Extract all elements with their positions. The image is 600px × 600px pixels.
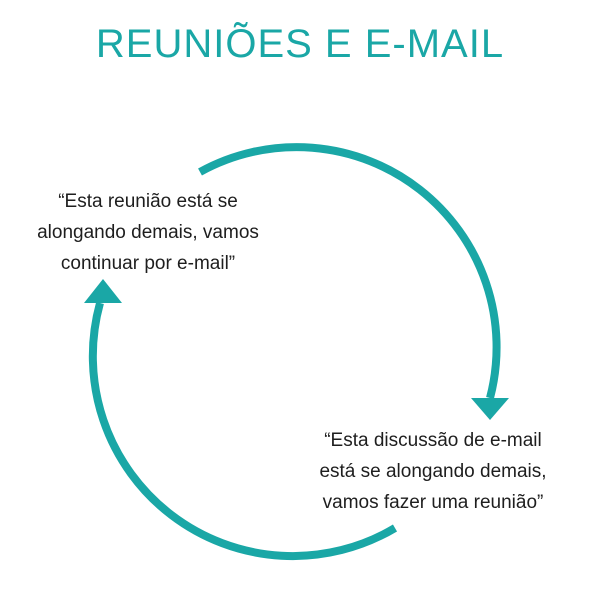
page-title: REUNIÕES E E-MAIL bbox=[95, 22, 505, 66]
quote-line: vamos fazer uma reunião” bbox=[322, 492, 544, 513]
quote-line: alongando demais, vamos bbox=[37, 222, 259, 243]
arrowhead-down-icon bbox=[471, 398, 509, 420]
quote-email-to-meeting: “Esta discussão de e-mail está se alonga… bbox=[288, 425, 578, 518]
quote-line: está se alongando demais, bbox=[319, 461, 547, 482]
quote-line: “Esta discussão de e-mail bbox=[324, 430, 542, 451]
cycle-arc-left bbox=[88, 301, 398, 561]
quote-line: “Esta reunião está se bbox=[58, 191, 238, 212]
quote-meeting-to-email: “Esta reunião está se alongando demais, … bbox=[8, 186, 288, 279]
cycle-arc-right bbox=[198, 143, 501, 400]
quote-line: continuar por e-mail” bbox=[60, 253, 236, 274]
arrowhead-up-icon bbox=[84, 279, 122, 303]
